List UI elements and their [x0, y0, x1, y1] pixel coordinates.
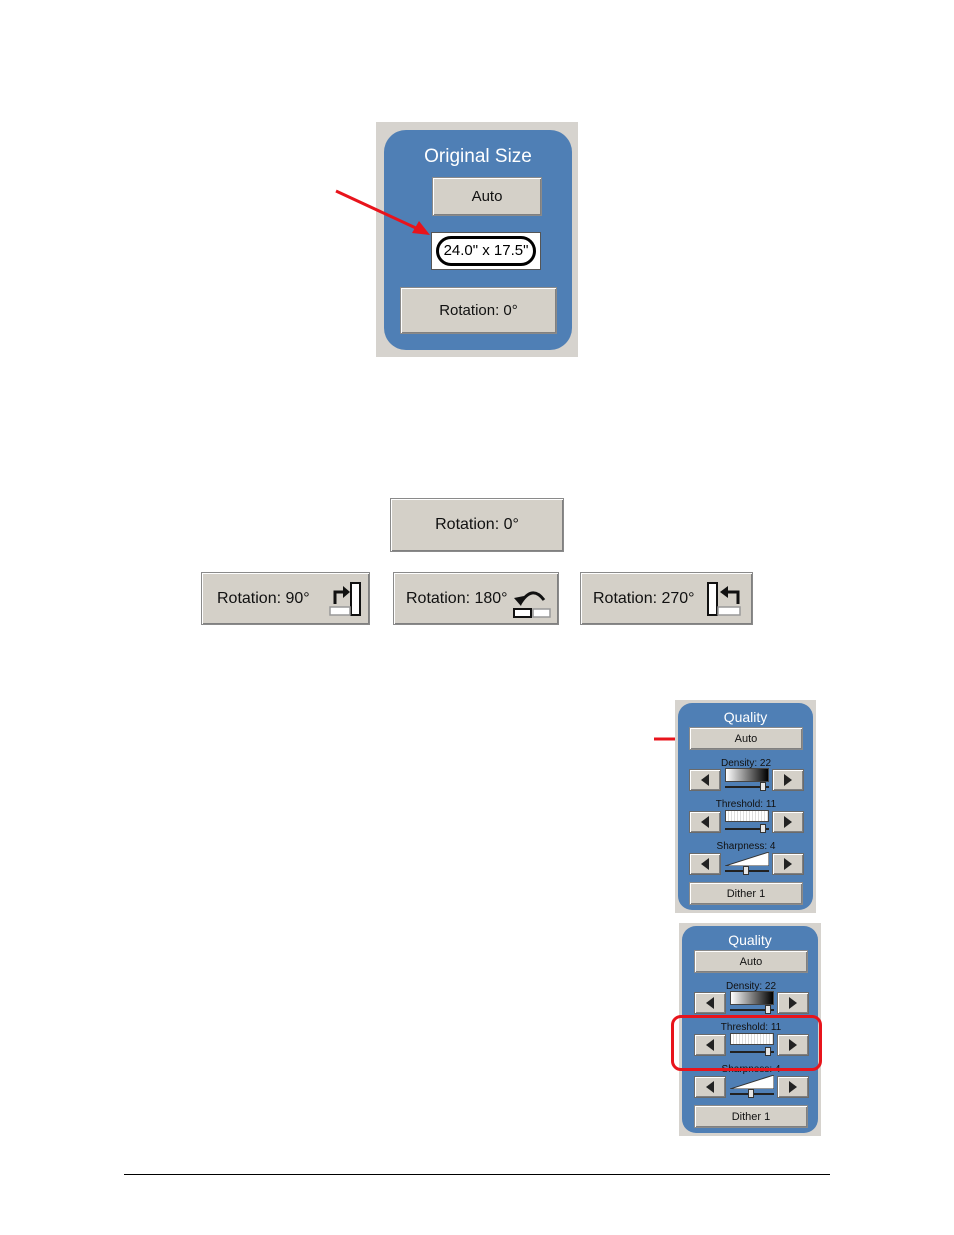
- density-label-1: Density: 22: [720, 758, 772, 769]
- rotation-180-button[interactable]: Rotation: 180°: [393, 572, 559, 625]
- sharpness-increase-button-1[interactable]: [772, 853, 804, 875]
- density-increase-button-1[interactable]: [772, 769, 804, 791]
- right-arrow-icon: [784, 816, 792, 828]
- size-value-highlight-oval: [436, 236, 536, 266]
- sharpness-decrease-button-1[interactable]: [689, 853, 721, 875]
- sharpness-label-1: Sharpness: 4: [716, 841, 776, 852]
- threshold-label-1: Threshold: 11: [715, 799, 777, 810]
- left-arrow-icon: [706, 997, 714, 1009]
- density-track-1: [725, 786, 769, 788]
- threshold-slider-thumb-1[interactable]: [760, 824, 766, 833]
- quality-title-2: Quality: [728, 932, 772, 948]
- rotation-0-button[interactable]: Rotation: 0°: [390, 498, 564, 552]
- threshold-preview-1: [725, 810, 769, 822]
- density-decrease-button-1[interactable]: [689, 769, 721, 791]
- right-arrow-icon: [784, 858, 792, 870]
- left-arrow-icon: [701, 858, 709, 870]
- rotation-90-label: Rotation: 90°: [217, 589, 310, 607]
- density-gradient-2: [730, 991, 774, 1005]
- density-slider-thumb-1[interactable]: [760, 782, 766, 791]
- quality-auto-button-2[interactable]: Auto: [694, 950, 808, 973]
- threshold-slider-thumb-2[interactable]: [765, 1047, 771, 1056]
- sharpness-ramp-2: [730, 1075, 774, 1089]
- callout-arrow: [335, 189, 430, 235]
- original-size-screenshot: Original Size Auto 24.0" x 17.5" Rotatio…: [376, 122, 578, 357]
- sharpness-decrease-button-2[interactable]: [694, 1076, 726, 1098]
- threshold-decrease-button-2[interactable]: [694, 1034, 726, 1056]
- threshold-highlight-box: [671, 1015, 822, 1071]
- threshold-label-2: Threshold: 11: [720, 1022, 782, 1033]
- rotation-button[interactable]: Rotation: 0°: [400, 287, 557, 334]
- right-arrow-icon: [789, 1039, 797, 1051]
- threshold-increase-button-1[interactable]: [772, 811, 804, 833]
- density-increase-button-2[interactable]: [777, 992, 809, 1014]
- rotate-90-icon: [329, 582, 361, 616]
- rotation-270-label: Rotation: 270°: [593, 589, 695, 607]
- density-label-2: Density: 22: [725, 981, 777, 992]
- density-track-2: [730, 1009, 774, 1011]
- footer-rule: [124, 1174, 830, 1175]
- density-gradient-1: [725, 768, 769, 782]
- sharpness-slider-thumb-2[interactable]: [748, 1089, 754, 1098]
- quality-auto-button-1[interactable]: Auto: [689, 727, 803, 750]
- threshold-decrease-button-1[interactable]: [689, 811, 721, 833]
- right-arrow-icon: [784, 774, 792, 786]
- density-slider-thumb-2[interactable]: [765, 1005, 771, 1014]
- quality-title-1: Quality: [723, 709, 768, 725]
- sharpness-increase-button-2[interactable]: [777, 1076, 809, 1098]
- dither-button-1[interactable]: Dither 1: [689, 882, 803, 905]
- rotation-270-button[interactable]: Rotation: 270°: [580, 572, 753, 625]
- sharpness-ramp-1: [725, 852, 769, 866]
- rotate-270-icon: [707, 582, 741, 616]
- size-value-field: 24.0" x 17.5": [431, 232, 541, 270]
- rotate-180-icon: [513, 591, 551, 618]
- left-arrow-icon: [701, 774, 709, 786]
- right-arrow-icon: [789, 1081, 797, 1093]
- auto-size-button[interactable]: Auto: [432, 177, 542, 216]
- threshold-track-1: [725, 828, 769, 830]
- quality-panel-screenshot-2: Quality Auto Density: 22 Threshold: 11 S…: [679, 923, 821, 1136]
- rotation-90-button[interactable]: Rotation: 90°: [201, 572, 370, 625]
- rotation-180-label: Rotation: 180°: [406, 589, 508, 607]
- dither-button-2[interactable]: Dither 1: [694, 1105, 808, 1128]
- density-decrease-button-2[interactable]: [694, 992, 726, 1014]
- sharpness-slider-thumb-1[interactable]: [743, 866, 749, 875]
- threshold-increase-button-2[interactable]: [777, 1034, 809, 1056]
- left-arrow-icon: [701, 816, 709, 828]
- quality-panel-screenshot-1: Quality Auto Density: 22 Threshold: 11 S…: [675, 700, 816, 913]
- right-arrow-icon: [789, 997, 797, 1009]
- left-arrow-icon: [706, 1039, 714, 1051]
- size-value-text: 24.0" x 17.5": [443, 242, 529, 259]
- original-size-title: Original Size: [424, 146, 532, 167]
- threshold-preview-2: [730, 1033, 774, 1045]
- left-arrow-icon: [706, 1081, 714, 1093]
- threshold-track-2: [730, 1051, 774, 1053]
